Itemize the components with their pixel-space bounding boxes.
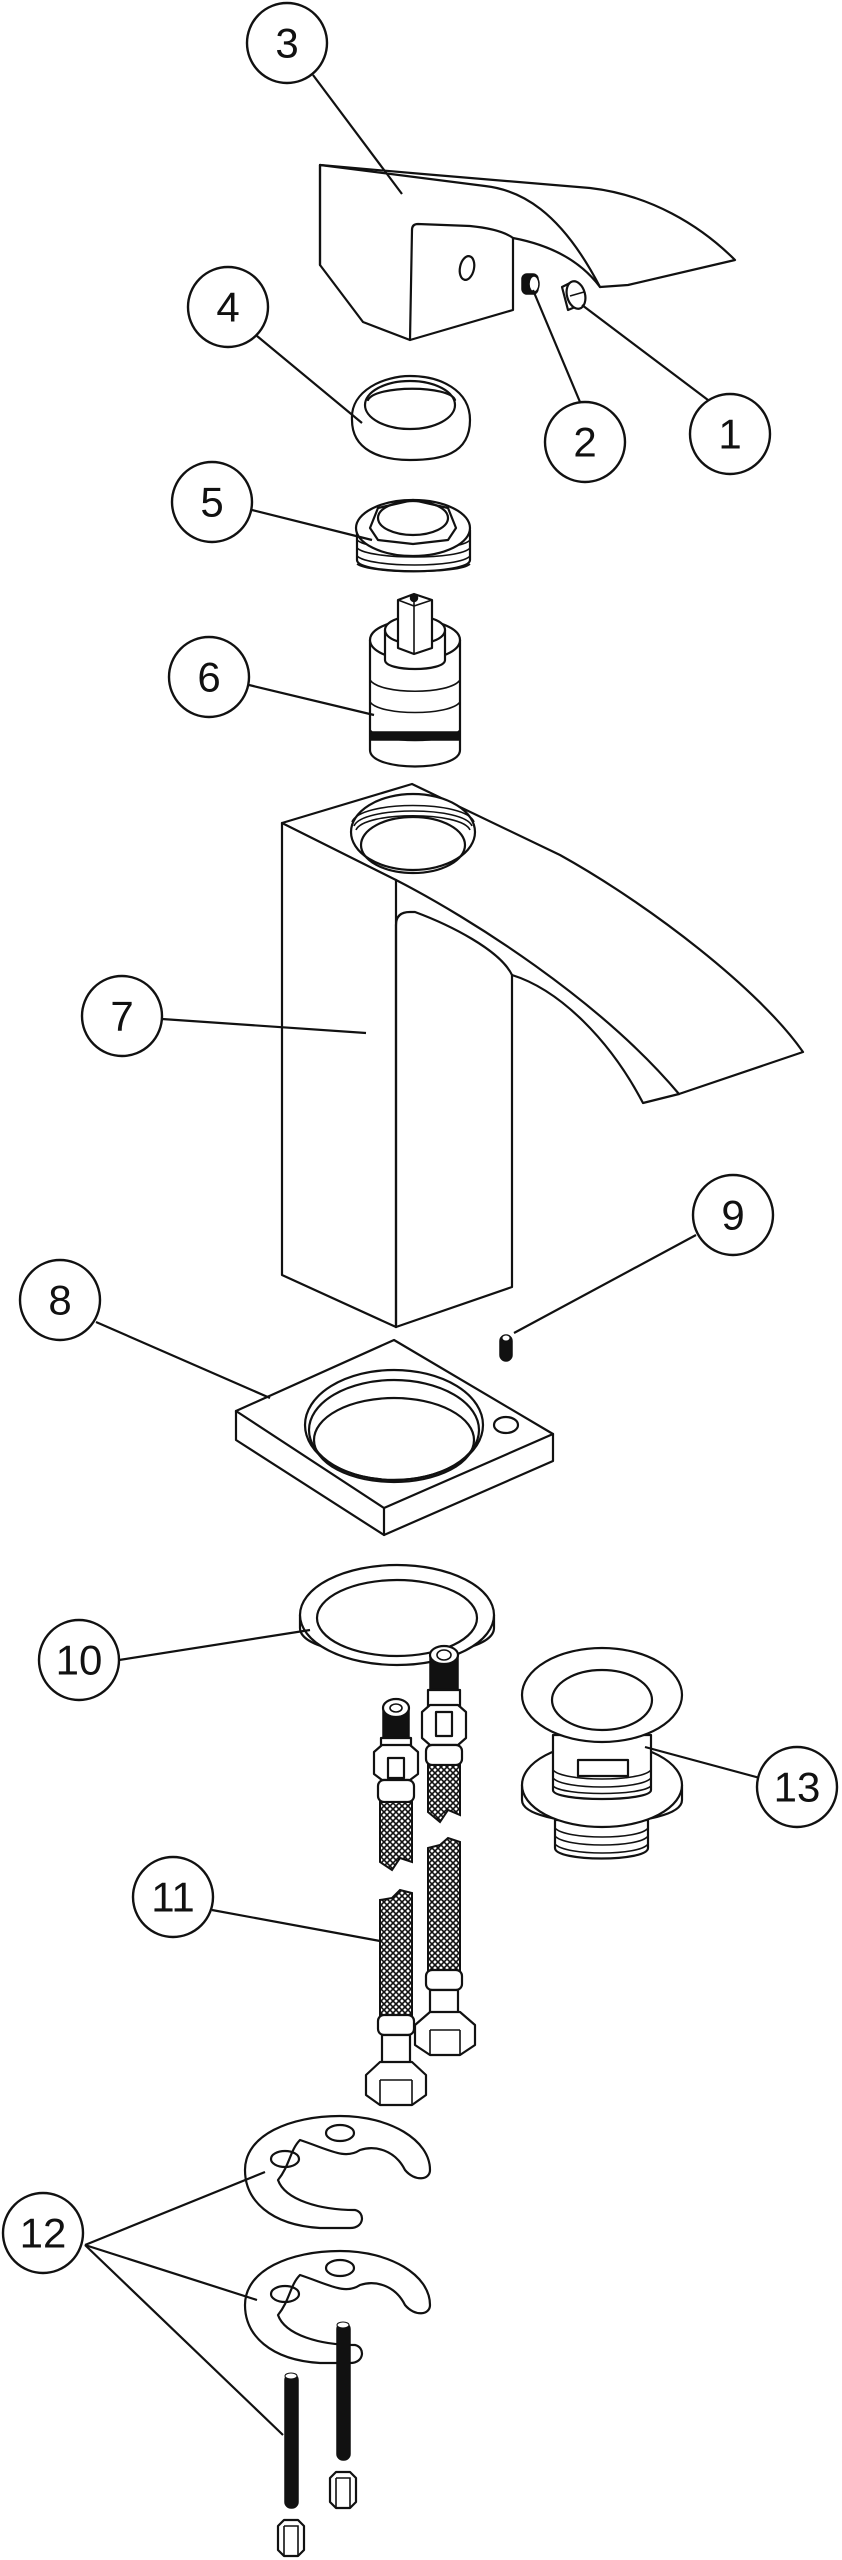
part-lever-handle xyxy=(318,163,737,342)
callout-label-8: 8 xyxy=(48,1277,71,1324)
leader-8 xyxy=(95,1320,271,1400)
stud-left xyxy=(276,2372,306,2558)
callout-3: 3 xyxy=(245,1,329,85)
stud-right xyxy=(328,2321,358,2510)
callout-11: 11 xyxy=(131,1855,215,1939)
leader-2 xyxy=(531,289,582,403)
callout-2: 2 xyxy=(543,400,627,484)
leader-5 xyxy=(251,508,373,542)
leader-11 xyxy=(211,1908,381,1943)
leader-lines xyxy=(84,74,761,2436)
washer-lower xyxy=(243,2249,432,2365)
leader-6 xyxy=(248,683,375,717)
leader-12a xyxy=(84,2170,266,2247)
part-cartridge xyxy=(368,592,462,768)
callout-label-9: 9 xyxy=(721,1192,744,1239)
callout-10: 10 xyxy=(37,1618,121,1702)
part-seal-ring xyxy=(298,1563,496,1667)
hose-left xyxy=(364,1697,428,2107)
callout-6: 6 xyxy=(167,635,251,719)
part-fixing-kit xyxy=(243,2114,432,2558)
callout-label-4: 4 xyxy=(216,284,239,331)
callout-12: 12 xyxy=(1,2191,85,2275)
callout-label-13: 13 xyxy=(774,1764,821,1811)
leader-7 xyxy=(161,1017,367,1035)
callout-label-12: 12 xyxy=(20,2210,67,2257)
callout-8: 8 xyxy=(18,1258,102,1342)
callouts: 3 4 2 1 5 6 7 9 8 10 13 11 12 xyxy=(1,1,839,2275)
callout-1: 1 xyxy=(688,392,772,476)
callout-4: 4 xyxy=(186,265,270,349)
callout-7: 7 xyxy=(80,974,164,1058)
leader-12c xyxy=(84,2244,284,2436)
leader-3 xyxy=(312,74,403,195)
callout-label-5: 5 xyxy=(200,479,223,526)
leader-4 xyxy=(256,335,363,424)
part-base-grub-screw xyxy=(499,1334,513,1362)
callout-label-3: 3 xyxy=(275,20,298,67)
callout-label-1: 1 xyxy=(718,411,741,458)
part-base-plate xyxy=(234,1338,555,1537)
callout-13: 13 xyxy=(755,1745,839,1829)
callout-label-11: 11 xyxy=(151,1874,195,1921)
leader-1 xyxy=(581,304,709,401)
part-retaining-nut xyxy=(354,498,472,573)
callout-label-2: 2 xyxy=(573,419,596,466)
leader-9 xyxy=(513,1234,697,1334)
hose-right xyxy=(413,1644,477,2057)
callout-label-6: 6 xyxy=(197,654,220,701)
callout-9: 9 xyxy=(691,1173,775,1257)
part-basin-waste xyxy=(520,1646,684,1860)
washer-upper xyxy=(243,2114,432,2230)
part-screw-cap xyxy=(560,280,587,312)
part-flexible-tails xyxy=(364,1644,477,2107)
leader-13 xyxy=(644,1745,761,1780)
callout-label-10: 10 xyxy=(56,1637,103,1684)
leader-10 xyxy=(118,1628,311,1662)
part-grub-screw xyxy=(521,273,540,295)
part-tap-body xyxy=(280,782,805,1329)
part-shroud xyxy=(350,374,472,462)
callout-label-7: 7 xyxy=(110,993,133,1040)
leader-12b xyxy=(84,2243,258,2302)
callout-5: 5 xyxy=(170,460,254,544)
